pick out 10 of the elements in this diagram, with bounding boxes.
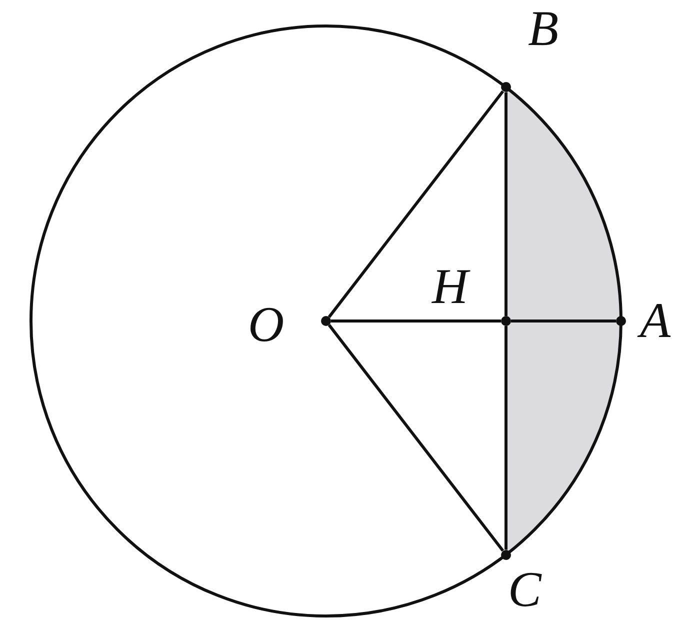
- point-label: O: [248, 298, 284, 350]
- point-label: B: [528, 2, 559, 54]
- point-label: C: [508, 562, 542, 615]
- line-segment: [504, 326, 508, 550]
- line-segment: [511, 320, 616, 322]
- line-segment: [504, 92, 508, 316]
- point-label: H: [432, 260, 468, 312]
- line-segment: [328, 324, 504, 552]
- line-segment: [331, 320, 501, 322]
- line-segment: [328, 90, 504, 318]
